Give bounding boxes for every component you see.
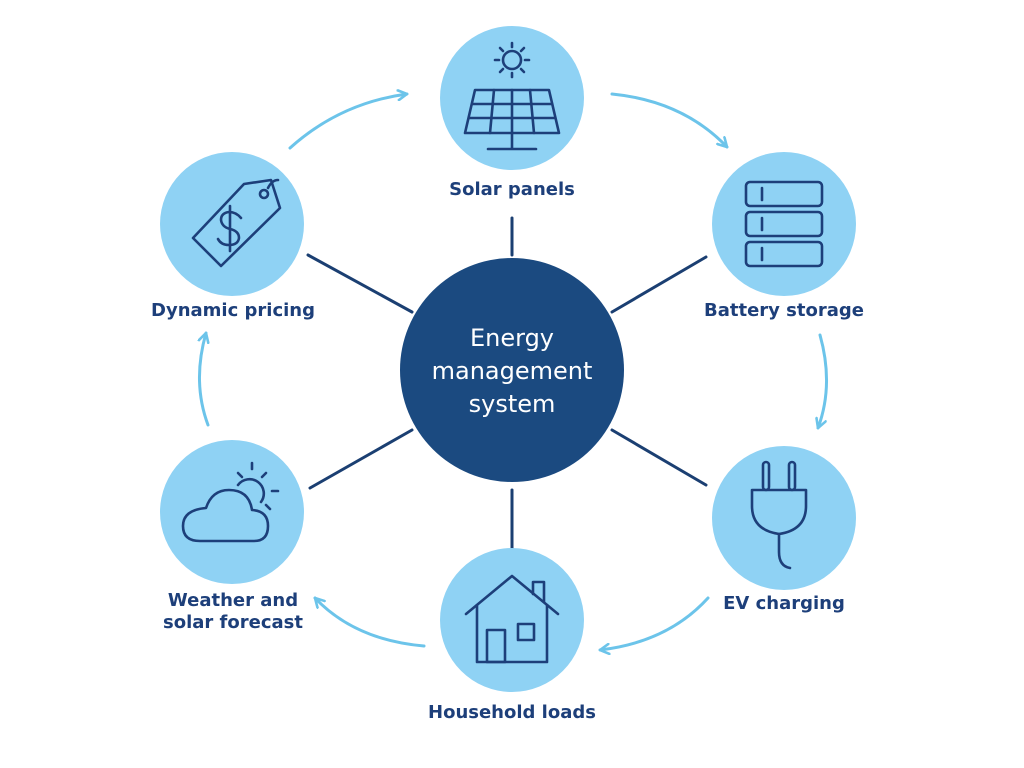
node-battery (712, 152, 856, 296)
weather-label: Weather and solar forecast (138, 590, 328, 634)
ev-label: EV charging (723, 593, 845, 614)
node-household (440, 548, 584, 692)
connector-ev (610, 428, 708, 487)
cycle-arrows (199, 92, 828, 650)
center-node (400, 258, 624, 482)
weather-label-line-1: Weather and (167, 590, 299, 611)
connector-pricing (306, 253, 414, 314)
battery-node-circle (712, 152, 856, 296)
center-label-line-1: Energy (469, 324, 555, 352)
arrow-ev-to-household (598, 596, 710, 650)
battery-icon (744, 180, 824, 268)
household-label: Household loads (428, 702, 596, 723)
center-label-line-3: system (468, 390, 556, 418)
solar-panel-icon (463, 41, 561, 151)
node-pricing (160, 152, 304, 296)
node-ev (712, 446, 856, 590)
center-label: Energy management system (400, 322, 624, 421)
ev-node-circle (712, 446, 856, 590)
plug-icon (750, 460, 808, 570)
node-weather (160, 440, 304, 584)
price-tag-icon (191, 178, 282, 268)
weather-label-line-2: solar forecast (163, 612, 303, 633)
battery-label: Battery storage (704, 300, 864, 321)
household-node-circle (440, 548, 584, 692)
house-icon (464, 574, 560, 664)
solar-label: Solar panels (449, 179, 575, 200)
connectors (306, 216, 708, 555)
pricing-node-circle (160, 152, 304, 296)
arrow-pricing-to-solar (288, 94, 409, 150)
node-solar (440, 26, 584, 170)
connector-weather (308, 428, 414, 490)
arrow-solar-to-battery (610, 92, 729, 149)
center-label-line-2: management (431, 357, 593, 385)
cloud-sun-icon (181, 461, 280, 543)
pricing-label: Dynamic pricing (151, 300, 315, 321)
arrow-weather-to-pricing (199, 331, 208, 427)
connector-battery (610, 255, 708, 314)
arrow-battery-to-ev (818, 333, 828, 430)
arrow-household-to-weather (313, 596, 426, 648)
